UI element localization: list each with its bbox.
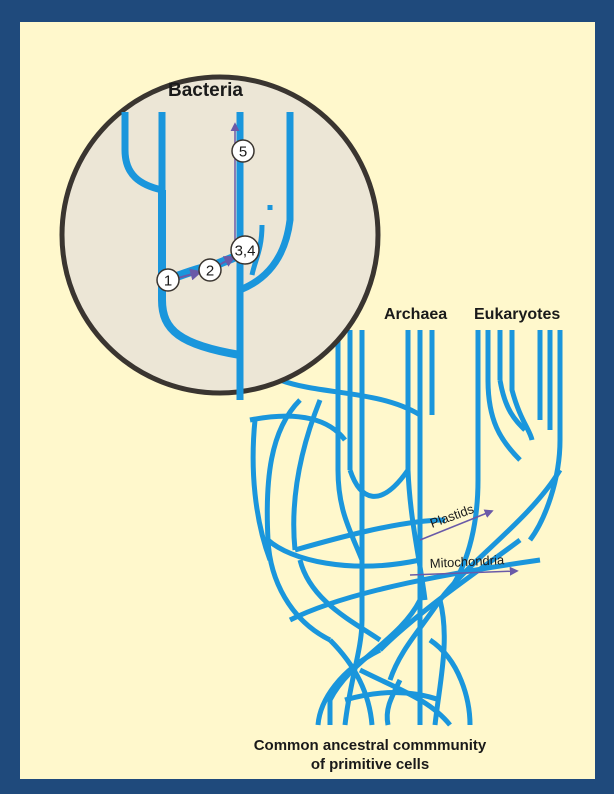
svg-text:3,4: 3,4: [235, 243, 256, 260]
label-archaea: Archaea: [384, 306, 447, 323]
svg-text:1: 1: [164, 273, 172, 290]
node-2: 2: [199, 259, 221, 281]
branch-network: [250, 330, 560, 725]
node-5: 5: [232, 140, 254, 162]
bacteria-magnifier-circle: [62, 77, 378, 393]
label-bacteria: Bacteria: [168, 80, 243, 101]
svg-text:5: 5: [239, 144, 247, 161]
caption-line-2: of primitive cells: [200, 756, 540, 773]
node-3-4: 3,4: [231, 236, 259, 264]
node-1: 1: [157, 269, 179, 291]
svg-text:2: 2: [206, 263, 214, 280]
label-eukaryotes: Eukaryotes: [474, 306, 560, 323]
caption-line-1: Common ancestral commmunity: [200, 737, 540, 754]
